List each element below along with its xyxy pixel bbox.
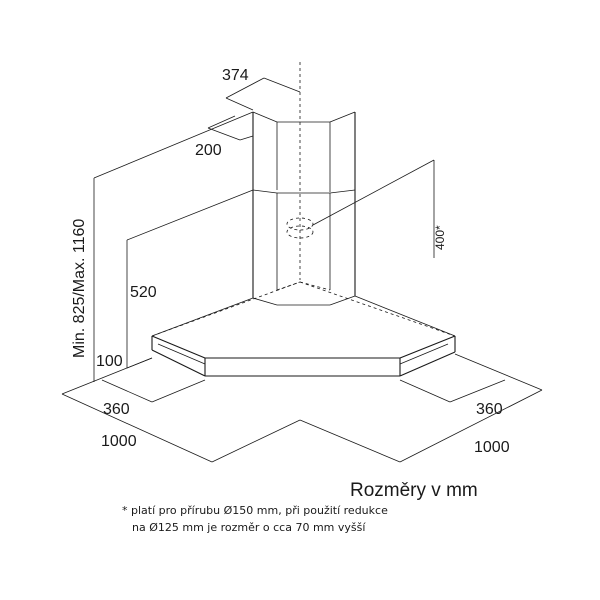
caption: Rozměry v mm: [350, 480, 478, 501]
dim-right-depth: 360: [476, 401, 503, 418]
footnote: * platí pro přírubu Ø150 mm, při použití…: [122, 502, 442, 536]
dim-height-range: Min. 825/Max. 1160: [71, 219, 88, 358]
hood-body: [151, 281, 456, 377]
dim-mid-height: 520: [130, 284, 157, 301]
footnote-line-1: * platí pro přírubu Ø150 mm, při použití…: [122, 504, 388, 517]
footnote-line-2: na Ø125 mm je rozměr o cca 70 mm vyšší: [132, 521, 366, 534]
dim-outlet-height: 400*: [433, 225, 447, 250]
dim-top-width: 374: [222, 67, 249, 84]
chimney: [252, 111, 356, 306]
dim-left-depth: 360: [103, 401, 130, 418]
top-dimension-lines: [207, 77, 301, 141]
left-height-lines: [93, 111, 254, 382]
dim-left-width: 1000: [101, 433, 137, 450]
dim-top-depth: 200: [195, 142, 222, 159]
dim-right-width: 1000: [474, 439, 510, 456]
outlet-circle: [286, 159, 435, 239]
dim-hood-thickness: 100: [96, 353, 123, 370]
floor-dimension-lines: [61, 353, 543, 463]
